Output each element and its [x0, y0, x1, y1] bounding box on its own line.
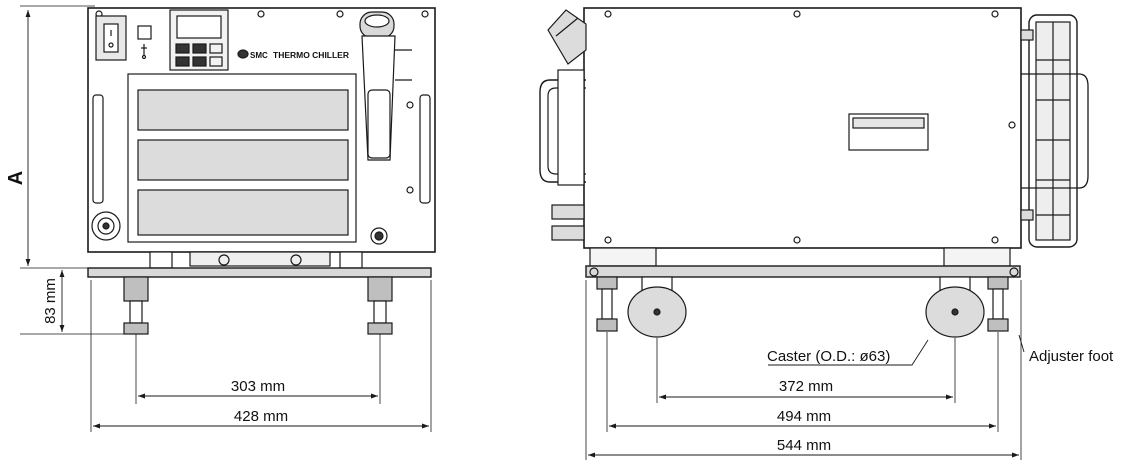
adjuster-foot-side-right [987, 276, 1009, 332]
side-view [539, 7, 1089, 460]
usb-icon [137, 25, 152, 60]
height-label: A [5, 171, 27, 185]
front-foot-spacing-label: 303 mm [231, 378, 285, 395]
power-switch-icon [95, 15, 127, 61]
fan-guard [1020, 14, 1089, 248]
caster-wheel-right [925, 276, 985, 338]
side-fill-port [547, 9, 587, 65]
side-plate-length-label: 544 mm [777, 437, 831, 454]
valve-handwheel-icon [91, 211, 121, 241]
front-plate-width-label: 428 mm [234, 408, 288, 425]
adjuster-foot-left [123, 276, 149, 335]
foot-height-label: 83 mm [42, 278, 59, 324]
adjuster-foot-side-left [596, 276, 618, 332]
brand-logo: SMC [250, 51, 268, 60]
caster-label: Caster (O.D.: ø63) [767, 348, 890, 365]
front-view [20, 5, 436, 432]
base-plate-side [585, 265, 1021, 278]
ventilation-grille [127, 73, 357, 243]
adjuster-foot-label: Adjuster foot [1029, 348, 1114, 365]
brand-text: THERMO CHILLER [273, 51, 349, 60]
adjuster-foot-right [367, 276, 393, 335]
caster-wheel-icon [627, 276, 687, 338]
brand-logo-icon [237, 49, 249, 59]
drain-port [370, 227, 388, 245]
control-panel [169, 9, 229, 71]
base-plate-front [87, 267, 432, 278]
caster-spacing-label: 372 mm [779, 378, 833, 395]
side-foot-spacing-label: 494 mm [777, 408, 831, 425]
fill-port [359, 11, 412, 161]
chiller-body-side [583, 7, 1022, 249]
